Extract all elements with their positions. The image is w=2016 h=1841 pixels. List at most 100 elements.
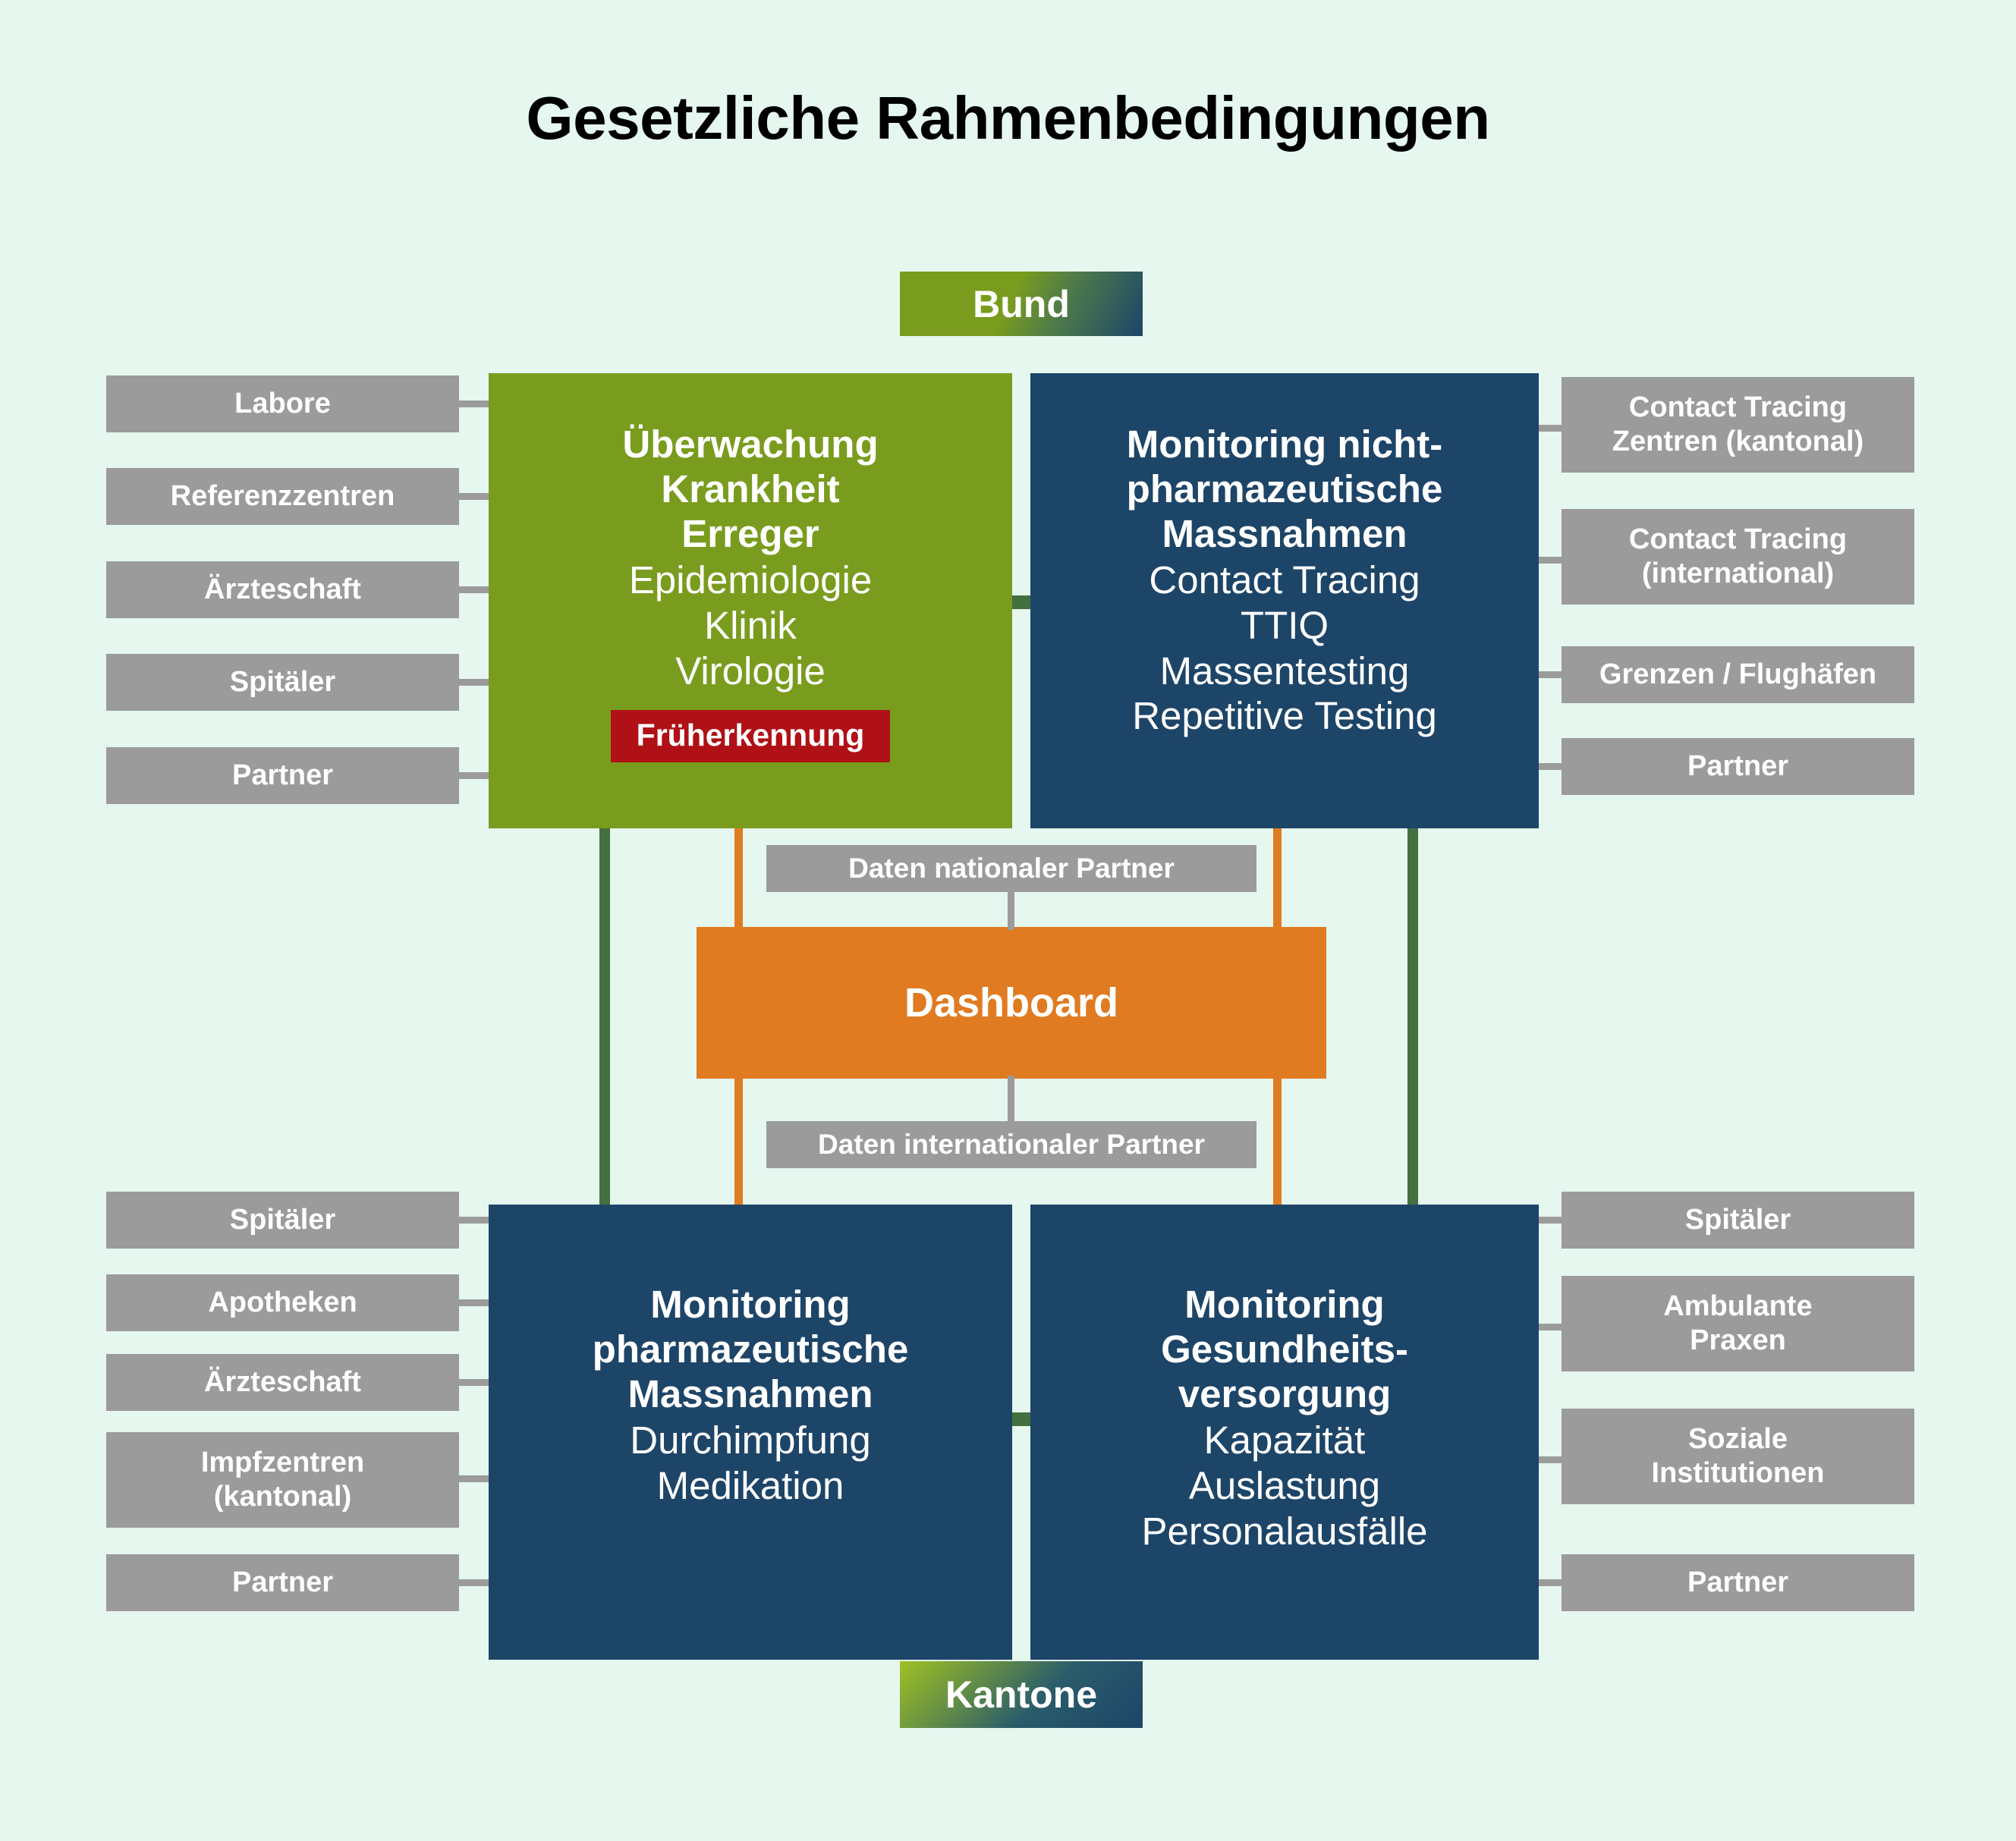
source-chip-spitaeler-top: Spitäler (106, 654, 459, 711)
connector-partner-topleft (455, 772, 493, 779)
connector-green-vertical-left (599, 819, 610, 1214)
source-chip-soziale-institutionen: Soziale Institutionen (1562, 1409, 1914, 1504)
source-chip-impfzentren-kantonal-label: Impfzentren (kantonal) (200, 1447, 365, 1513)
source-chip-partner-bottomright-label: Partner (1687, 1566, 1789, 1599)
panel-ueberwachung[interactable]: Überwachung Krankheit Erreger Epidemiolo… (489, 373, 1012, 828)
authority-badge-bund-label: Bund (973, 282, 1070, 325)
panel-monitoring-npi-title-line-2: pharmazeutische (1126, 467, 1443, 511)
panel-monitoring-pharma-item-0: Durchimpfung (630, 1418, 871, 1462)
connector-daten-international-stub (1008, 1076, 1014, 1123)
source-chip-partner-bottomleft: Partner (106, 1554, 459, 1611)
source-chip-labore: Labore (106, 375, 459, 432)
source-chip-aerzteschaft-top: Ärzteschaft (106, 561, 459, 618)
source-chip-ct-zentren-kantonal-label: Contact Tracing Zentren (kantonal) (1612, 391, 1864, 457)
source-chip-spitaeler-bottomright: Spitäler (1562, 1192, 1914, 1249)
connector-daten-national-stub (1008, 892, 1014, 930)
source-chip-labore-label: Labore (234, 388, 331, 420)
panel-monitoring-npi[interactable]: Monitoring nicht- pharmazeutische Massna… (1030, 373, 1539, 828)
panel-monitoring-pharma-title-line-1: Monitoring (650, 1283, 851, 1326)
source-chip-partner-topright: Partner (1562, 738, 1914, 795)
authority-badge-kantone: Kantone (900, 1661, 1143, 1728)
panel-monitoring-gesundheitsversorgung-items: Kapazität Auslastung Personalausfälle (1141, 1418, 1427, 1554)
connector-labore (455, 401, 493, 407)
source-chip-apotheken: Apotheken (106, 1274, 459, 1331)
connector-ambulante-praxen (1534, 1324, 1572, 1330)
panel-gesv-item-0: Kapazität (1203, 1418, 1366, 1462)
connector-partner-topright (1534, 763, 1572, 770)
connector-partner-bottomleft (455, 1579, 493, 1586)
panel-monitoring-pharma[interactable]: Monitoring pharmazeutische Massnahmen Du… (489, 1205, 1012, 1660)
connector-apotheken (455, 1299, 493, 1306)
connector-grenzen-flughaefen (1534, 671, 1572, 678)
panel-gesv-item-2: Personalausfälle (1141, 1509, 1428, 1553)
source-chip-spitaeler-bottomleft: Spitäler (106, 1192, 459, 1249)
page-title: Gesetzliche Rahmenbedingungen (526, 84, 1490, 152)
source-chip-referenzzentren: Referenzzentren (106, 468, 459, 525)
connector-aerzteschaft-top (455, 586, 493, 593)
source-chip-aerzteschaft-top-label: Ärzteschaft (204, 573, 361, 606)
source-chip-grenzen-flughaefen-label: Grenzen / Flughäfen (1599, 658, 1877, 691)
source-chip-aerzteschaft-bottom-label: Ärzteschaft (204, 1366, 361, 1399)
panel-ueberwachung-items: Epidemiologie Klinik Virologie (629, 558, 872, 693)
authority-badge-bund: Bund (900, 272, 1143, 336)
panel-ueberwachung-title: Überwachung Krankheit Erreger (622, 416, 878, 556)
chip-daten-internationaler-partner: Daten internationaler Partner (766, 1121, 1256, 1168)
source-chip-spitaeler-top-label: Spitäler (229, 666, 336, 699)
connector-ct-zentren (1534, 425, 1572, 432)
source-chip-ambulante-praxen: Ambulante Praxen (1562, 1276, 1914, 1371)
connector-ct-international (1534, 557, 1572, 564)
source-chip-partner-topleft: Partner (106, 747, 459, 804)
source-chip-soziale-institutionen-label: Soziale Institutionen (1651, 1423, 1825, 1489)
panel-ueberwachung-title-line-2: Krankheit (661, 467, 840, 511)
source-chip-ct-zentren-kantonal: Contact Tracing Zentren (kantonal) (1562, 377, 1914, 473)
source-chip-ambulante-praxen-label: Ambulante Praxen (1663, 1290, 1813, 1356)
panel-ueberwachung-title-line-1: Überwachung (622, 423, 879, 466)
panel-gesv-item-1: Auslastung (1188, 1464, 1381, 1508)
source-chip-partner-bottomright: Partner (1562, 1554, 1914, 1611)
panel-gesv-title-line-2: Gesundheits- (1161, 1327, 1408, 1371)
panel-monitoring-npi-items: Contact Tracing TTIQ Massentesting Repet… (1132, 558, 1437, 739)
panel-monitoring-pharma-title-line-3: Massnahmen (627, 1372, 873, 1416)
source-chip-apotheken-label: Apotheken (208, 1287, 357, 1319)
dashboard-box[interactable]: Dashboard (697, 927, 1326, 1079)
panel-monitoring-npi-item-1: TTIQ (1240, 604, 1329, 648)
panel-monitoring-pharma-title-line-2: pharmazeutische (592, 1327, 909, 1371)
connector-impfzentren (455, 1475, 493, 1482)
source-chip-spitaeler-bottomright-label: Spitäler (1684, 1204, 1791, 1236)
source-chip-ct-international-label: Contact Tracing (international) (1628, 523, 1848, 589)
source-chip-referenzzentren-label: Referenzzentren (170, 480, 395, 513)
connector-referenzzentren (455, 493, 493, 500)
connector-soziale-institutionen (1534, 1456, 1572, 1463)
connector-aerzteschaft-bottom (455, 1379, 493, 1386)
panel-gesv-title-line-1: Monitoring (1184, 1283, 1385, 1326)
panel-ueberwachung-item-2: Virologie (675, 649, 826, 693)
panel-monitoring-npi-item-2: Massentesting (1159, 649, 1410, 693)
panel-monitoring-npi-title-line-3: Massnahmen (1162, 512, 1407, 556)
source-chip-ct-international: Contact Tracing (international) (1562, 509, 1914, 605)
connector-spitaeler-br (1534, 1217, 1572, 1224)
source-chip-impfzentren-kantonal: Impfzentren (kantonal) (106, 1432, 459, 1528)
status-badge-frueherkennung[interactable]: Früherkennung (610, 710, 891, 763)
panel-monitoring-npi-title: Monitoring nicht- pharmazeutische Massna… (1127, 416, 1443, 556)
panel-monitoring-npi-title-line-1: Monitoring nicht- (1126, 423, 1443, 466)
panel-monitoring-pharma-item-1: Medikation (656, 1464, 844, 1508)
connector-partner-bottomright (1534, 1579, 1572, 1586)
panel-ueberwachung-item-0: Epidemiologie (628, 558, 873, 602)
source-chip-aerzteschaft-bottom: Ärzteschaft (106, 1354, 459, 1411)
panel-monitoring-npi-item-3: Repetitive Testing (1132, 694, 1437, 738)
panel-gesv-title-line-3: versorgung (1178, 1372, 1392, 1416)
panel-monitoring-pharma-title: Monitoring pharmazeutische Massnahmen (593, 1247, 909, 1416)
source-chip-spitaeler-bottomleft-label: Spitäler (229, 1204, 336, 1236)
source-chip-partner-topleft-label: Partner (231, 759, 334, 792)
panel-monitoring-pharma-items: Durchimpfung Medikation (630, 1418, 870, 1508)
panel-monitoring-npi-item-0: Contact Tracing (1149, 558, 1420, 602)
source-chip-grenzen-flughaefen: Grenzen / Flughäfen (1562, 646, 1914, 703)
source-chip-partner-topright-label: Partner (1687, 750, 1789, 783)
panel-monitoring-gesundheitsversorgung[interactable]: Monitoring Gesundheits- versorgung Kapaz… (1030, 1205, 1539, 1660)
chip-daten-nationaler-partner: Daten nationaler Partner (766, 845, 1256, 892)
panel-monitoring-gesundheitsversorgung-title: Monitoring Gesundheits- versorgung (1161, 1247, 1408, 1416)
connector-spitaeler-bl (455, 1217, 493, 1224)
connector-spitaeler-top (455, 679, 493, 686)
panel-ueberwachung-item-1: Klinik (704, 604, 797, 648)
